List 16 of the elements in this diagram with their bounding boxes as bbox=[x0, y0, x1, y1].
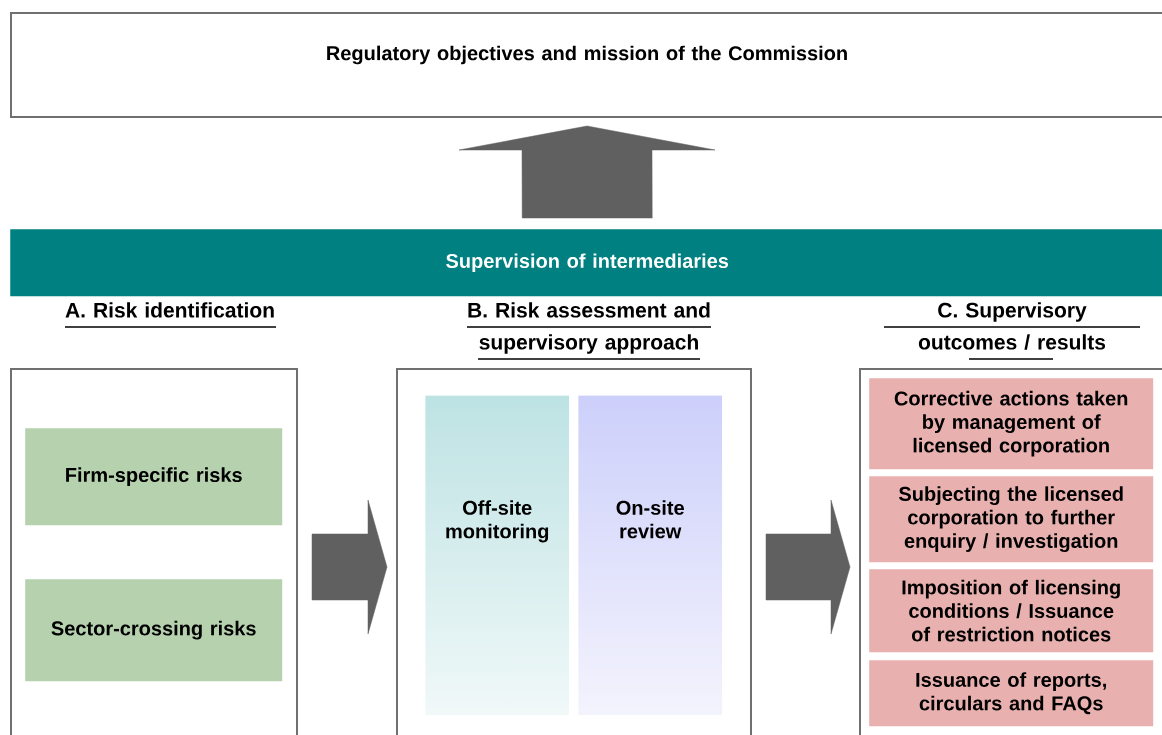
band: Supervision of intermediaries bbox=[10, 229, 1162, 297]
block-arrow bbox=[765, 499, 851, 635]
risk-box: Firm-specific risks bbox=[25, 428, 283, 526]
panel-heading: B. Risk assessment and supervisory approach bbox=[466, 302, 712, 360]
outcome-box: Subjecting the licensed corporation to further enquiry / investigation bbox=[869, 476, 1154, 563]
monitoring-column: Off-site monitoring bbox=[446, 500, 549, 543]
panel-heading: A. Risk identification bbox=[64, 302, 277, 328]
box: Regulatory objectives and mission of the Commission bbox=[10, 12, 1162, 118]
block-arrow bbox=[458, 125, 716, 219]
outcome-box: Issuance of reports, circulars and FAQs bbox=[869, 660, 1154, 727]
review-column: On-site review bbox=[616, 500, 684, 539]
outcome-box: Imposition of licensing conditions / Issuance of restriction notices bbox=[869, 569, 1154, 653]
block-arrow bbox=[311, 499, 388, 635]
risk-box: Sector-crossing risks bbox=[25, 579, 283, 682]
outcome-box: Corrective actions taken by management of licensed corporation bbox=[869, 378, 1154, 470]
panel-heading: C. Supervisory outcomes / results bbox=[883, 302, 1141, 360]
